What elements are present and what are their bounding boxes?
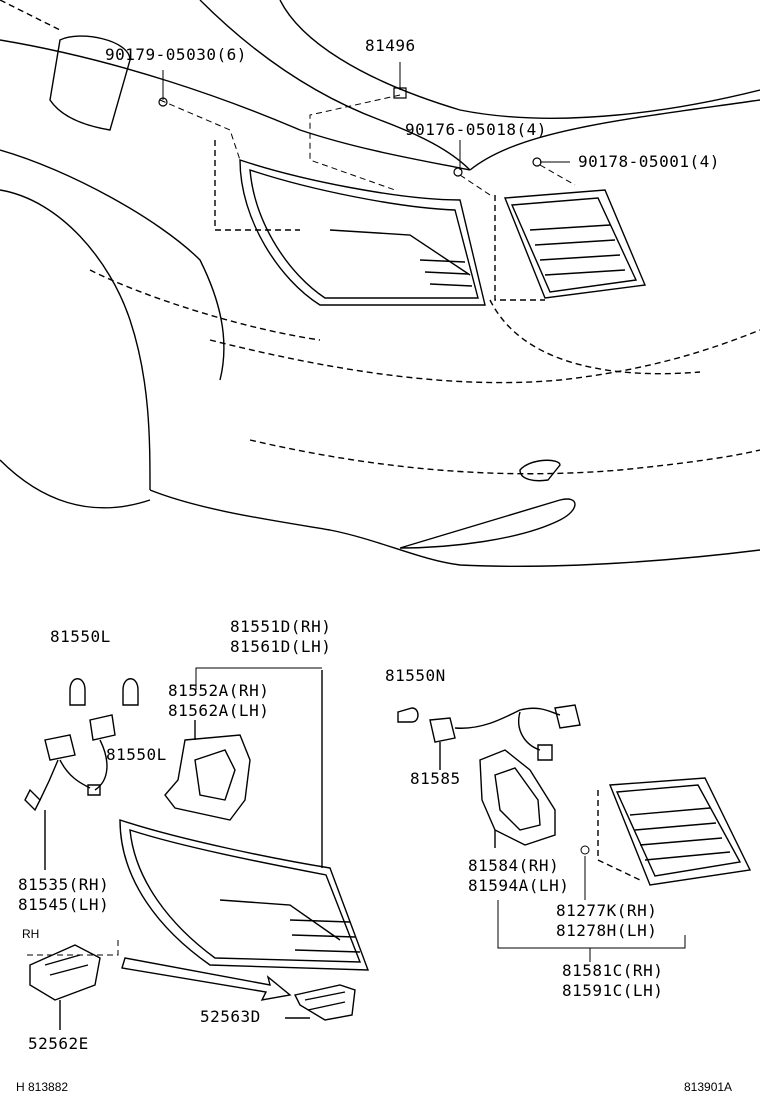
callout-81551D[interactable]: 81551D(RH) [230,617,332,636]
callout-90176-05018[interactable]: 90176-05018(4) [405,120,547,139]
callout-52562E[interactable]: 52562E [28,1034,89,1053]
bulbs-81550L [69,678,139,706]
callout-52563D[interactable]: 52563D [200,1007,261,1026]
callout-81552A[interactable]: 81552A(RH) [168,681,270,700]
callout-90179-05030[interactable]: 90179-05030(6) [105,45,247,64]
callout-81278H[interactable]: 81278H(LH) [556,921,658,940]
socket-52563D [285,984,356,1021]
socket-harness-81585 [429,704,581,770]
arrow-bracket [121,957,292,1001]
callout-81594A[interactable]: 81594A(LH) [468,876,570,895]
callout-81550N[interactable]: 81550N [385,666,446,685]
tail-lamp-inner-installed [494,189,647,301]
lamp-81551D-exploded [119,670,370,971]
gasket-81584 [479,749,556,848]
callout-81277K[interactable]: 81277K(RH) [556,901,658,920]
callout-81562A[interactable]: 81562A(LH) [168,701,270,720]
callout-81496[interactable]: 81496 [365,36,416,55]
callout-81584[interactable]: 81584(RH) [468,856,560,875]
tail-lamp-outer-installed [214,140,486,306]
callout-81545[interactable]: 81545(LH) [18,895,110,914]
rh-marker: RH [22,927,40,941]
fastener-nuts [158,87,542,177]
leader-lines-top [159,62,576,196]
bulb-81550N [397,707,419,723]
callout-81550L-top[interactable]: 81550L [50,627,111,646]
callout-81535[interactable]: 81535(RH) [18,875,110,894]
callout-81585[interactable]: 81585 [410,769,461,788]
callout-81591C[interactable]: 81591C(LH) [562,981,664,1000]
socket-52562E [29,944,101,1030]
footer-left-code: H 813882 [16,1080,69,1094]
gasket-81552A [164,720,251,821]
callout-81561D[interactable]: 81561D(LH) [230,637,332,656]
callout-90178-05001[interactable]: 90178-05001(4) [578,152,720,171]
vehicle-body-outline [0,0,760,568]
wire-harness-81535 [24,714,116,870]
callout-81550L-bottom[interactable]: 81550L [106,745,167,764]
footer-right-code: 813901A [684,1080,733,1094]
screw-81277K [580,845,590,900]
bracket-lines [25,667,322,956]
callout-81581C[interactable]: 81581C(RH) [562,961,664,980]
bracket-lines-right [497,900,686,962]
lamp-81581C-exploded [597,777,752,886]
